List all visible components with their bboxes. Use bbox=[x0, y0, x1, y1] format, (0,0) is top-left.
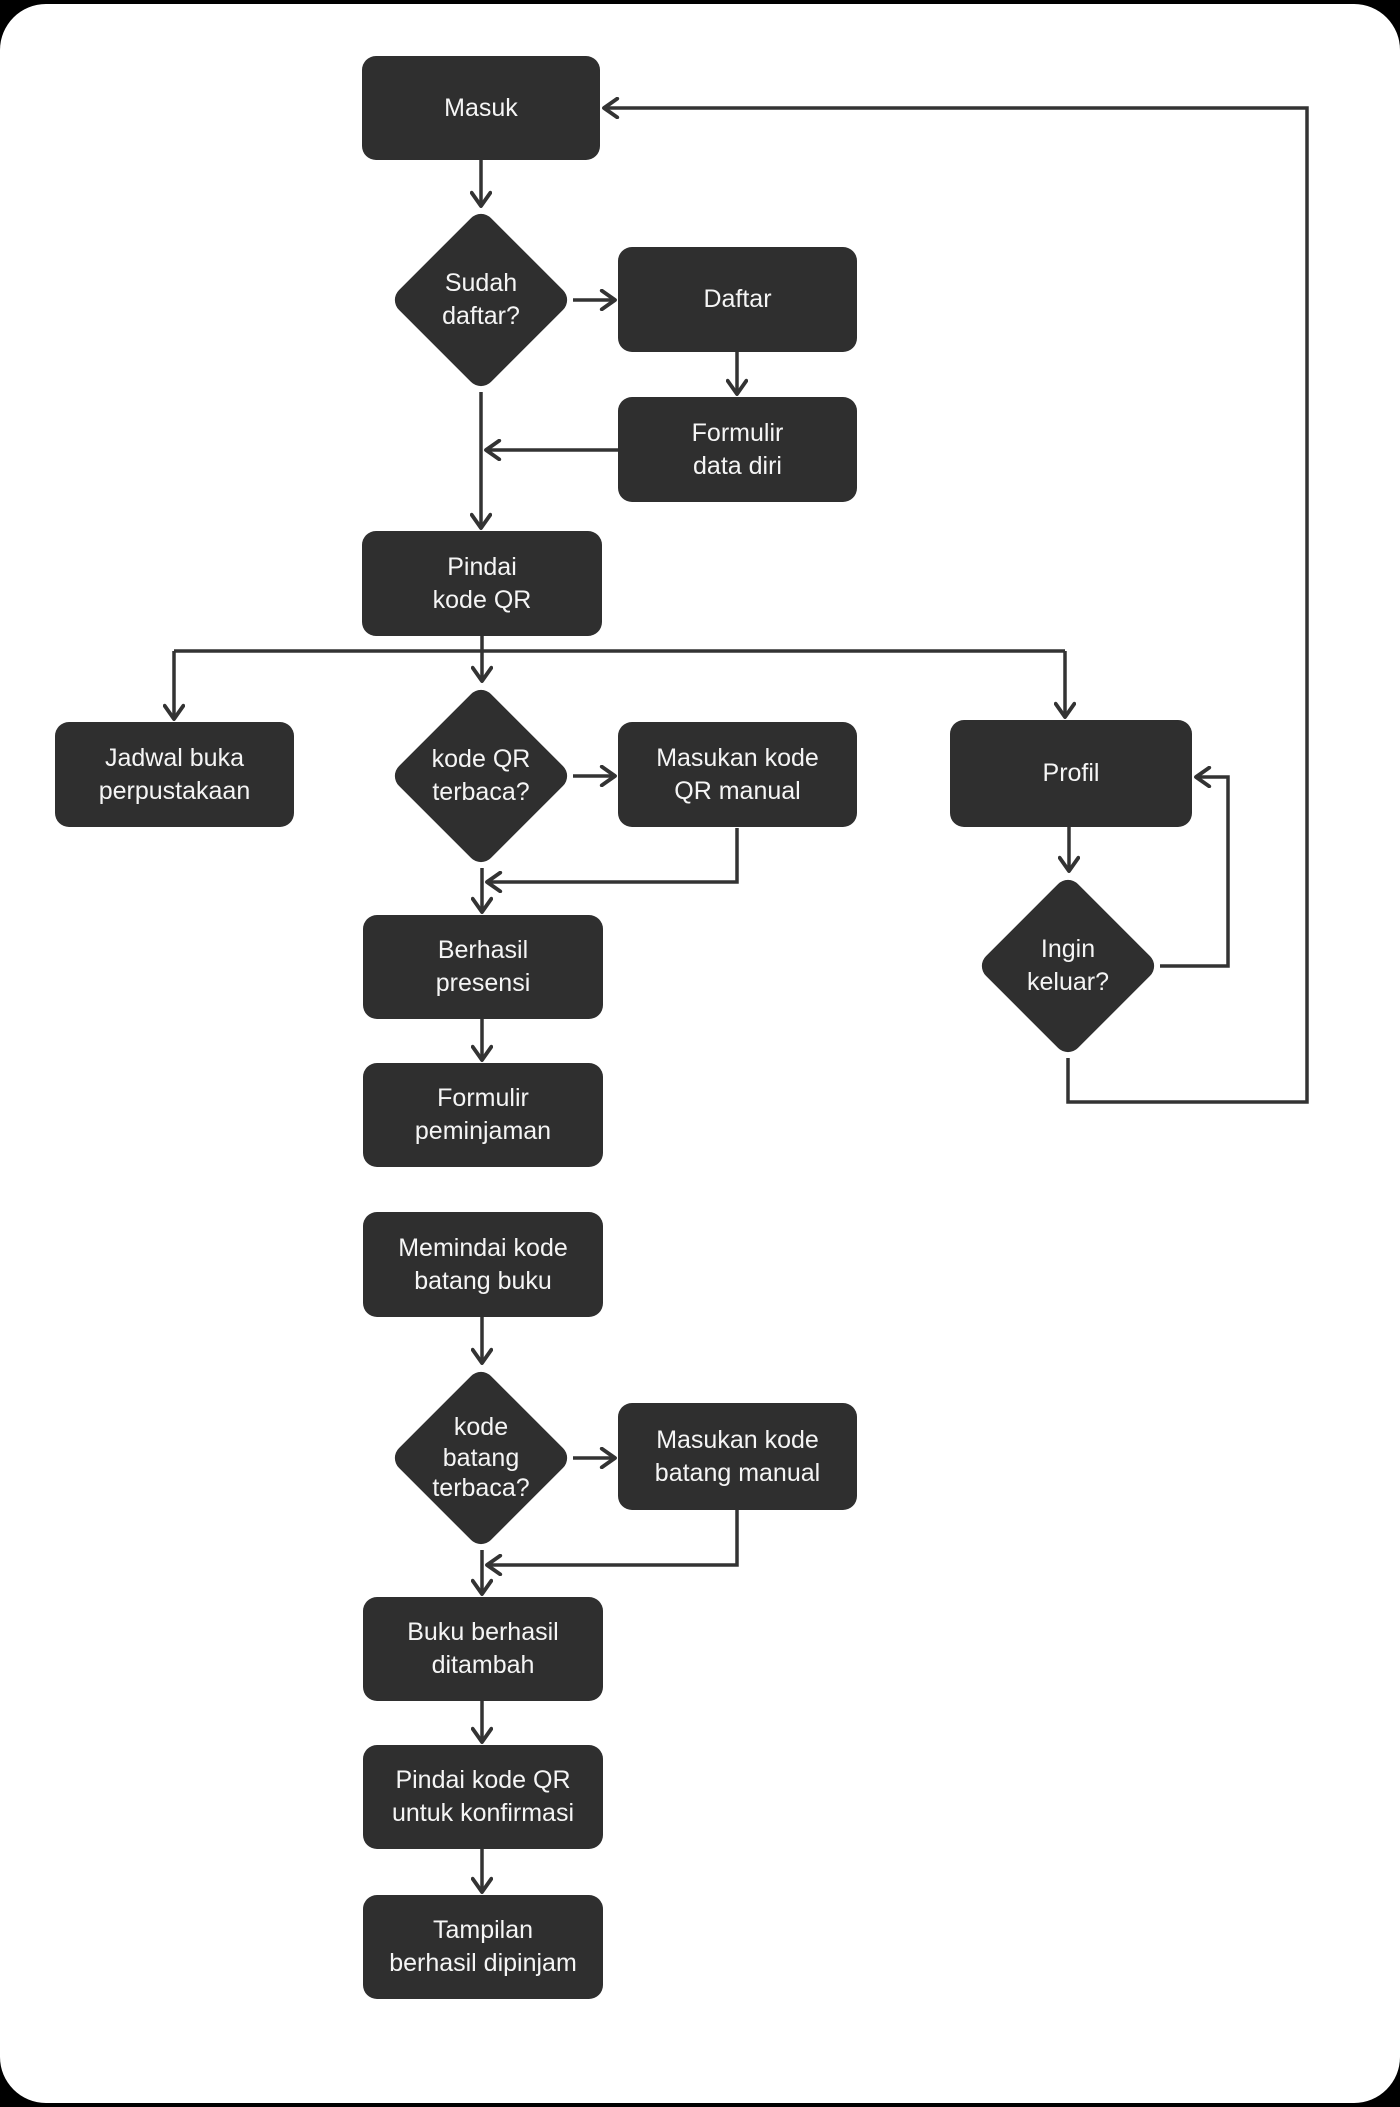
node-label: kode QR terbaca? bbox=[431, 745, 531, 806]
node-profil: Profil bbox=[950, 720, 1192, 827]
node-masukan-kode-batang-manual: Masukan kode batang manual bbox=[618, 1403, 857, 1510]
node-memindai-kode-batang: Memindai kode batang buku bbox=[363, 1212, 603, 1317]
node-ingin-keluar: Ingin keluar? bbox=[976, 874, 1160, 1058]
node-formulir-peminjaman: Formulir peminjaman bbox=[363, 1063, 603, 1167]
node-kode-batang-terbaca: kode batang terbaca? bbox=[389, 1366, 573, 1550]
edge-masukan-kode-batang-merge bbox=[487, 1510, 739, 1565]
node-label: Formulir peminjaman bbox=[414, 1084, 552, 1145]
node-label: Tampilan berhasil dipinjam bbox=[389, 1916, 577, 1977]
node-label: Profil bbox=[1042, 759, 1100, 787]
node-label: Masuk bbox=[444, 93, 518, 122]
node-label: Masukan kode batang manual bbox=[654, 1425, 821, 1487]
node-label: Berhasil presensi bbox=[435, 936, 531, 997]
node-label: Pindai kode QR untuk konfirmasi bbox=[391, 1766, 575, 1827]
edge-ingin-keluar-to-masuk bbox=[604, 108, 1309, 1104]
page-surface bbox=[0, 4, 1400, 2103]
node-label: Masukan kode QR manual bbox=[656, 743, 819, 805]
node-pindai-qr-konfirmasi: Pindai kode QR untuk konfirmasi bbox=[363, 1745, 603, 1849]
node-pindai-kode-qr: Pindai kode QR bbox=[362, 531, 602, 636]
node-label: Buku berhasil ditambah bbox=[407, 1618, 559, 1679]
node-masuk: Masuk bbox=[362, 56, 600, 160]
node-tampilan-berhasil-dipinjam: Tampilan berhasil dipinjam bbox=[363, 1895, 603, 1999]
edge-ingin-keluar-loop-to-profil bbox=[1160, 777, 1230, 968]
node-label: Pindai kode QR bbox=[432, 552, 532, 614]
node-label: Memindai kode batang buku bbox=[398, 1233, 568, 1295]
node-buku-berhasil-ditambah: Buku berhasil ditambah bbox=[363, 1597, 603, 1701]
node-kode-qr-terbaca: kode QR terbaca? bbox=[389, 684, 573, 868]
node-jadwal-buka-perpustakaan: Jadwal buka perpustakaan bbox=[55, 722, 294, 827]
node-label: Jadwal buka perpustakaan bbox=[98, 743, 251, 805]
node-berhasil-presensi: Berhasil presensi bbox=[363, 915, 603, 1019]
node-label: kode batang terbaca? bbox=[432, 1413, 530, 1503]
node-formulir-data-diri: Formulir data diri bbox=[618, 397, 857, 502]
node-label: Daftar bbox=[703, 285, 772, 313]
node-daftar: Daftar bbox=[618, 247, 857, 352]
node-masukan-kode-qr-manual: Masukan kode QR manual bbox=[618, 722, 857, 827]
node-label: Formulir data diri bbox=[691, 418, 784, 480]
node-label: Ingin keluar? bbox=[1027, 935, 1109, 996]
node-sudah-daftar: Sudah daftar? bbox=[389, 208, 573, 392]
edge-masukan-kode-qr-merge bbox=[487, 828, 739, 882]
node-label: Sudah daftar? bbox=[442, 269, 520, 330]
